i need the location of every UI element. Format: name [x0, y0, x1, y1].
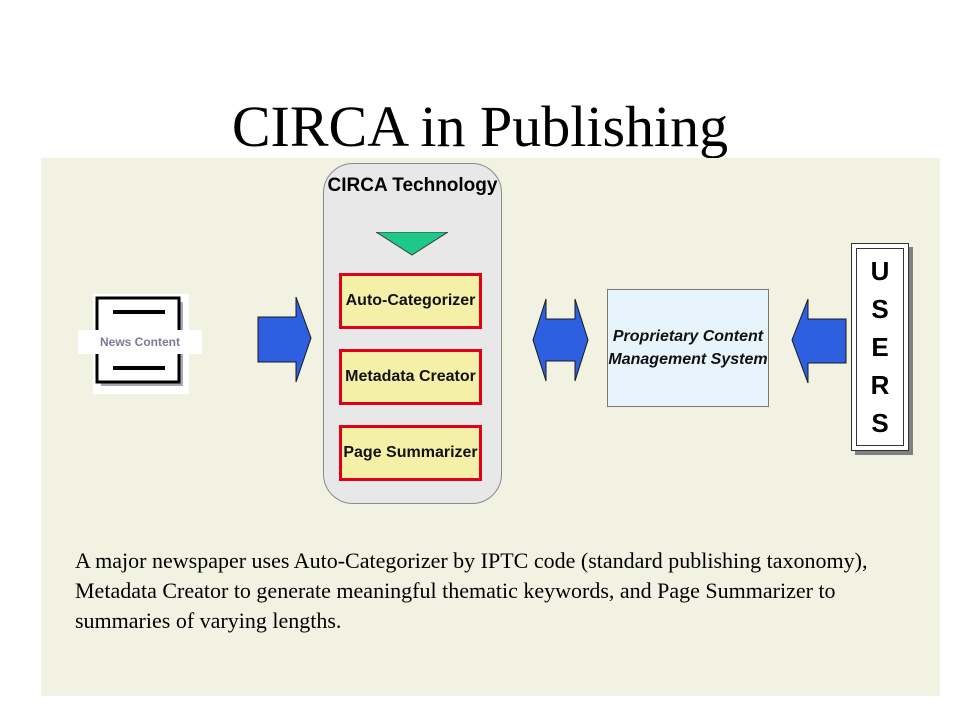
module-metadata-creator: Metadata Creator [339, 349, 482, 405]
slide-title: CIRCA in Publishing [231, 94, 729, 159]
users-letter-s2: S [871, 408, 889, 438]
circa-technology-title: CIRCA Technology [327, 175, 498, 196]
module-auto-categorizer: Auto-Categorizer [339, 273, 482, 329]
users-letter-s: S [871, 294, 889, 324]
users-letter-r: R [870, 370, 890, 400]
module-page-summarizer: Page Summarizer [339, 425, 482, 481]
description-text: A major newspaper uses Auto-Categorizer … [75, 548, 868, 633]
arrow-users-to-cms [791, 298, 847, 384]
news-content-label: News Content [78, 330, 202, 354]
content-management-system-box: Proprietary Content Management System [607, 289, 769, 407]
users-letter-e: E [871, 332, 889, 362]
arrow-circa-cms-bidirectional [532, 298, 589, 382]
users-letter-u: U [870, 256, 890, 286]
funnel-triangle-icon [376, 232, 448, 256]
users-box: U S E R S [851, 243, 909, 451]
arrow-news-to-circa [257, 296, 312, 383]
